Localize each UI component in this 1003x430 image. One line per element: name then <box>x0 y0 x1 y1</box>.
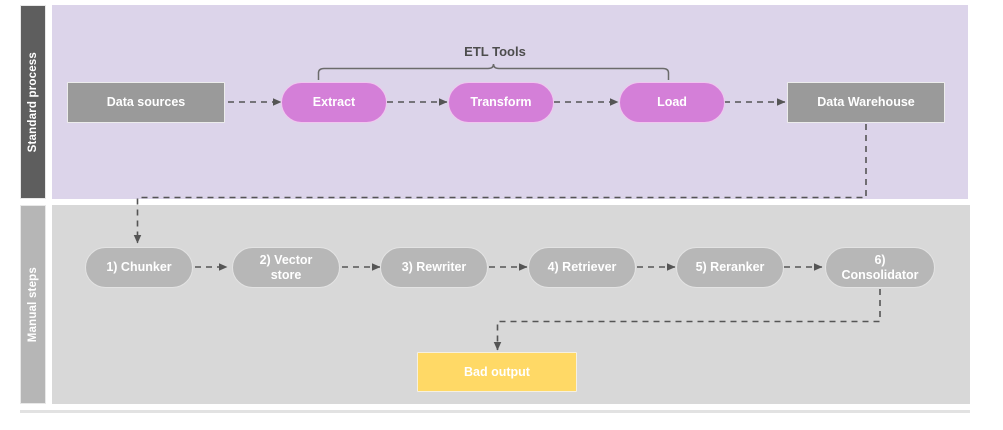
lane-label-standard-process-text: Standard process <box>27 51 39 153</box>
node-chunker[interactable]: 1) Chunker <box>85 247 193 288</box>
node-reranker[interactable]: 5) Reranker <box>676 247 784 288</box>
node-data-sources[interactable]: Data sources <box>67 82 225 123</box>
bottom-divider <box>20 410 970 413</box>
node-retriever[interactable]: 4) Retriever <box>528 247 636 288</box>
node-vector-store[interactable]: 2) Vector store <box>232 247 340 288</box>
node-transform[interactable]: Transform <box>448 82 554 123</box>
node-data-warehouse[interactable]: Data Warehouse <box>787 82 945 123</box>
node-rewriter[interactable]: 3) Rewriter <box>380 247 488 288</box>
lane-label-manual-steps-text: Manual steps <box>27 266 39 343</box>
lane-label-manual-steps: Manual steps <box>20 205 46 404</box>
node-extract[interactable]: Extract <box>281 82 387 123</box>
etl-tools-annotation: ETL Tools <box>464 44 526 59</box>
lane-label-standard-process: Standard process <box>20 5 46 199</box>
node-load[interactable]: Load <box>619 82 725 123</box>
node-consolidator[interactable]: 6) Consolidator <box>825 247 935 288</box>
node-bad-output[interactable]: Bad output <box>417 352 577 392</box>
